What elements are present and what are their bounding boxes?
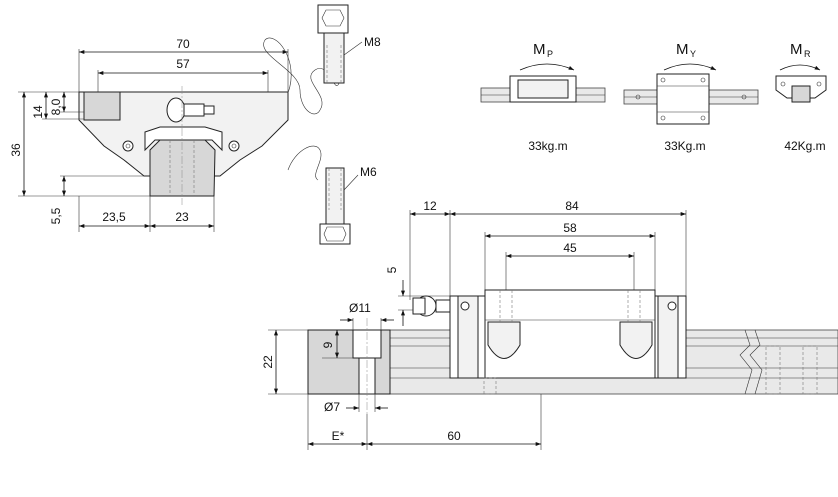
rail-profile — [149, 139, 216, 197]
dim-hole-spacing: 57 — [176, 57, 190, 71]
dim-block-width: 70 — [176, 37, 190, 51]
dim-holes: 45 — [563, 241, 577, 255]
dim-inner: 58 — [563, 221, 577, 235]
side-view: 12 84 58 45 5 — [261, 199, 838, 450]
moment-mr: M R 42Kg.m — [775, 41, 827, 153]
screw-m8: M8 — [317, 4, 381, 84]
dim-cb-depth: 9 — [321, 341, 335, 348]
my-label: M — [676, 41, 689, 58]
dim-hole: Ø7 — [324, 400, 340, 414]
mp-sub: P — [547, 49, 553, 59]
mounting-hole-right — [228, 140, 240, 152]
roller-right — [619, 321, 653, 359]
dim-nipple-height: 5 — [385, 266, 399, 273]
mp-value: 33kg.m — [528, 139, 567, 153]
dim-left-offset: 23,5 — [102, 210, 126, 224]
dim-rail-height: 22 — [261, 355, 275, 369]
dim-top-height: 8,0 — [49, 98, 63, 115]
my-value: 33Kg.m — [664, 139, 705, 153]
screw-m8-label: M8 — [364, 35, 381, 49]
mr-value: 42Kg.m — [784, 139, 825, 153]
dim-block-height: 14 — [31, 105, 45, 119]
moment-mp: M P 33kg.m — [480, 41, 606, 153]
grease-nipple-icon — [166, 97, 215, 123]
dim-length: 84 — [565, 199, 579, 213]
my-sub: Y — [690, 49, 696, 59]
mr-label: M — [790, 41, 803, 58]
dim-counterbore: Ø11 — [349, 301, 371, 315]
roller-left — [487, 321, 521, 359]
dim-bottom-offset: 5,5 — [49, 207, 63, 224]
screw-m6-label: M6 — [360, 165, 377, 179]
mr-sub: R — [804, 49, 811, 59]
screw-m6: M6 — [319, 165, 377, 245]
dim-offset: 12 — [423, 199, 437, 213]
dim-pitch: 60 — [447, 429, 461, 443]
mounting-hole-left — [122, 140, 134, 152]
dim-e: E* — [332, 429, 345, 443]
dim-rail-width: 23 — [175, 210, 189, 224]
dim-total-height: 36 — [9, 143, 23, 157]
end-seal-left — [83, 91, 121, 121]
front-view: 70 57 36 14 8,0 — [9, 37, 289, 232]
moment-my: M Y 33Kg.m — [623, 41, 759, 153]
mp-label: M — [533, 41, 546, 58]
side-grease-nipple-icon — [412, 295, 451, 317]
